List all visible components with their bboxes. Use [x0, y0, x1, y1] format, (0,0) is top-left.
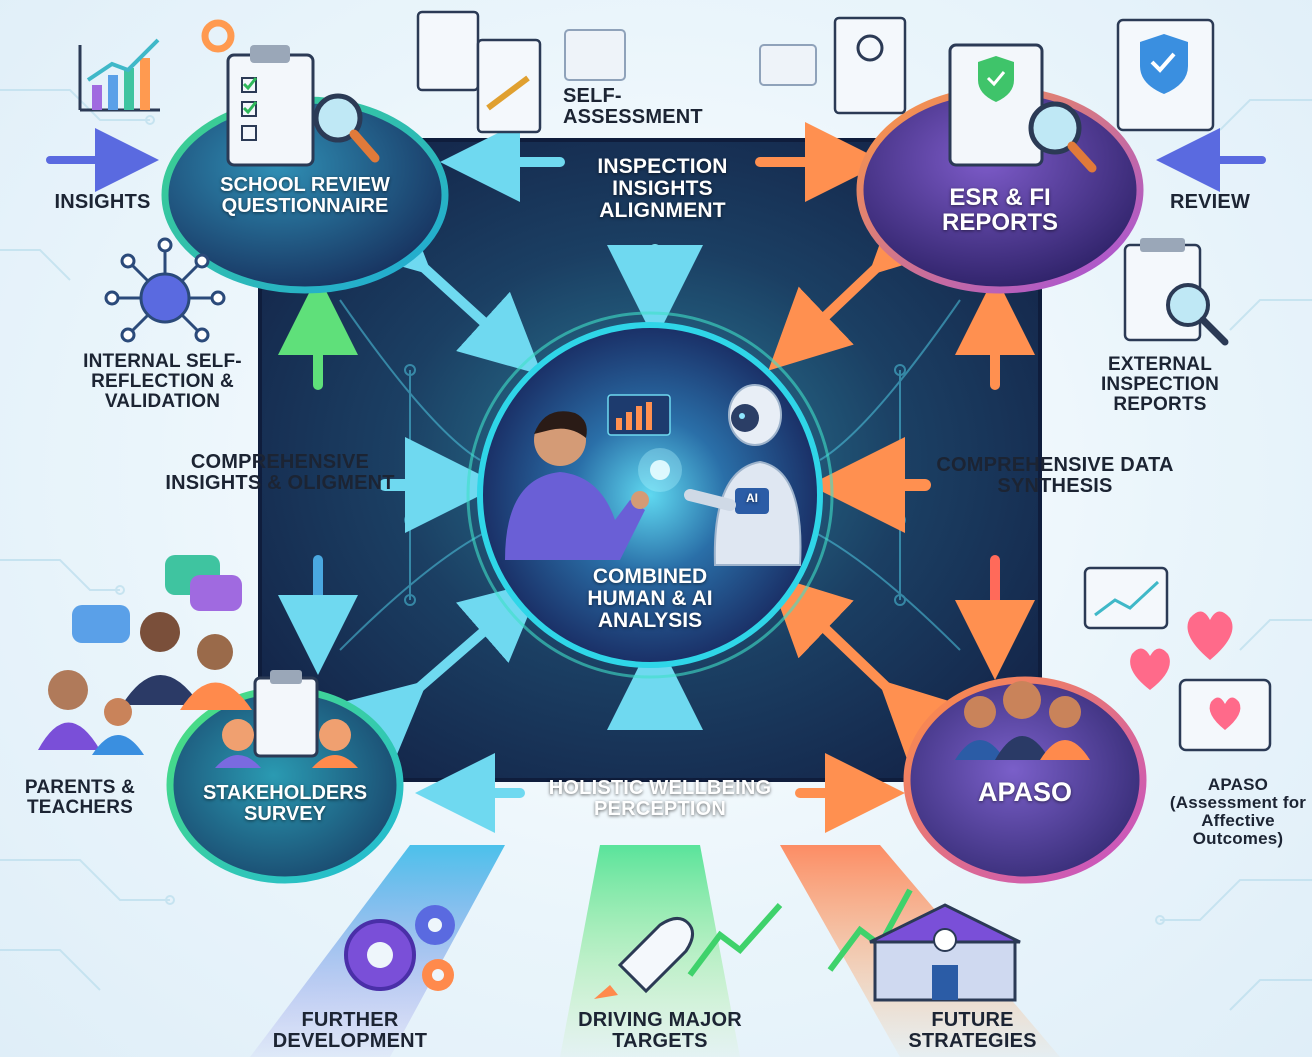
apaso-icons	[1083, 566, 1272, 752]
node-label-apaso: APASO	[977, 777, 1072, 807]
human-figure	[505, 411, 649, 560]
edge-label-bottom: HOLISTIC WELLBEING PERCEPTION	[548, 777, 772, 820]
center-label: COMBINED HUMAN & AI ANALYSIS	[587, 565, 713, 633]
side-vertical-arrows	[278, 275, 1035, 680]
node-stakeholders	[166, 670, 404, 884]
edge-label-left: COMPREHENSIVE INSIGHTS & OLIGMENT	[165, 451, 395, 494]
label-insights: INSIGHTS	[54, 191, 151, 213]
top-documents	[416, 10, 1215, 134]
parents-icons	[38, 555, 252, 755]
node-school-review	[161, 45, 449, 294]
outcome-driving-major-targets: DRIVING MAJOR TARGETS	[578, 1009, 742, 1052]
label-parents: PARENTS & TEACHERS	[24, 777, 136, 818]
ai-badge: AI	[746, 491, 758, 505]
node-label-esr-fi: ESR & FI REPORTS	[941, 184, 1058, 237]
edge-label-right: COMPREHENSIVE DATA SYNTHESIS	[936, 454, 1174, 497]
circuit-lines	[0, 89, 1312, 1011]
outcome-future-strategies: FUTURE STRATEGIES	[908, 1009, 1037, 1052]
edge-label-top: INSPECTION INSIGHTS ALIGNMENT	[597, 155, 728, 223]
outcome-icons	[344, 888, 1021, 1002]
label-external: EXTERNAL INSPECTION REPORTS	[1100, 354, 1220, 415]
center-chart	[607, 394, 671, 436]
robot-figure	[684, 384, 802, 566]
network-icon	[104, 237, 226, 343]
label-review: REVIEW	[1169, 191, 1251, 213]
node-esr-fi	[856, 43, 1144, 294]
external-report-icon	[1123, 238, 1229, 346]
node-label-stakeholders: STAKEHOLDERS SURVEY	[202, 782, 368, 825]
label-apaso-full: APASO (Assessment for Affective Outcomes…	[1169, 775, 1307, 848]
node-apaso	[903, 676, 1147, 884]
outcome-further-development: FURTHER DEVELOPMENT	[272, 1009, 428, 1052]
edge-arrows	[415, 122, 905, 833]
label-internal: INTERNAL SELF-REFLECTION & VALIDATION	[83, 351, 242, 412]
label-self-assessment: SELF-ASSESSMENT	[563, 85, 703, 128]
node-label-school-review: SCHOOL REVIEW QUESTIONNAIRE	[220, 174, 390, 217]
diagonal-arrows	[341, 191, 964, 764]
insights-chart-icon	[78, 19, 235, 112]
